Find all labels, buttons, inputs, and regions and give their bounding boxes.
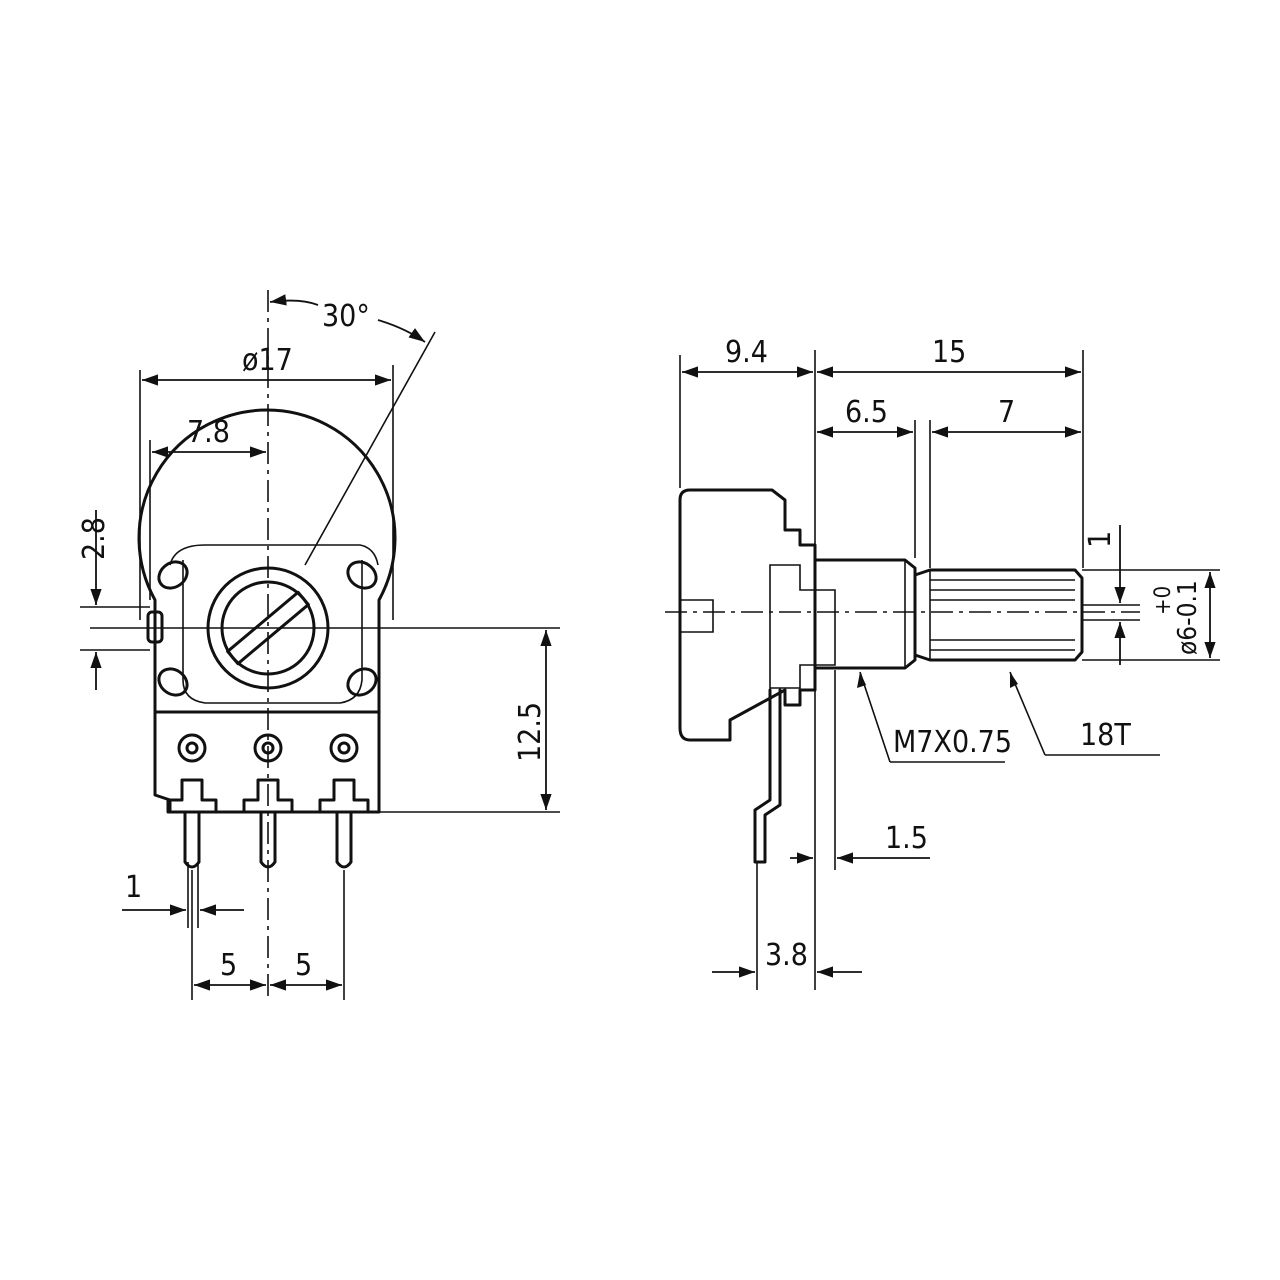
bushing-length-label: 6.5 bbox=[845, 395, 888, 430]
shaft-length-label: 15 bbox=[932, 335, 966, 370]
side-body bbox=[678, 488, 817, 742]
shaft-diameter-label: ø6-0.1 bbox=[1173, 580, 1203, 655]
slot-label: 2.8 bbox=[77, 517, 112, 560]
angle-arc-left bbox=[269, 294, 319, 306]
lug-holes bbox=[146, 560, 378, 697]
side-terminal bbox=[753, 688, 782, 864]
knurl-leader bbox=[1009, 671, 1046, 756]
thread-leader-arrow bbox=[857, 672, 866, 688]
side-bushing-flange bbox=[769, 564, 836, 689]
pitch-left-label: 5 bbox=[220, 948, 237, 983]
offset-label: 7.8 bbox=[187, 415, 230, 450]
pitch-right-label: 5 bbox=[295, 948, 312, 983]
terminal-offset-label: 3.8 bbox=[765, 938, 808, 973]
angle-ray bbox=[304, 331, 436, 566]
flange-label: 1.5 bbox=[885, 821, 928, 856]
height-label: 12.5 bbox=[513, 702, 548, 762]
side-threaded-bushing bbox=[813, 558, 917, 670]
angle-arc-right bbox=[377, 319, 426, 343]
front-view: 30° ø17 7.8 2.8 12.5 1 5 5 bbox=[77, 290, 560, 1000]
thread-leader bbox=[859, 671, 891, 763]
flat-depth-label: 1 bbox=[1083, 531, 1118, 548]
body-depth-label: 9.4 bbox=[725, 335, 768, 370]
angle-label: 30° bbox=[322, 299, 370, 334]
knurl-leader-arrow bbox=[1010, 672, 1018, 688]
front-inner-frame bbox=[169, 544, 379, 566]
knurl-lines bbox=[929, 570, 1075, 660]
shaft-tolerance-plus: +0 bbox=[1151, 586, 1176, 615]
diameter-label: ø17 bbox=[242, 343, 293, 378]
knurl-length-label: 7 bbox=[998, 395, 1015, 430]
shaft-slot bbox=[226, 590, 310, 666]
side-knurled-shaft bbox=[913, 568, 1084, 662]
pin-width-label: 1 bbox=[125, 870, 142, 905]
side-body-notch bbox=[680, 599, 714, 633]
side-view: 9.4 15 6.5 7 1 +0 ø6-0.1 M7X0.75 18T bbox=[665, 335, 1220, 990]
knurl-label: 18T bbox=[1080, 718, 1131, 753]
thread-label: M7X0.75 bbox=[893, 725, 1012, 760]
